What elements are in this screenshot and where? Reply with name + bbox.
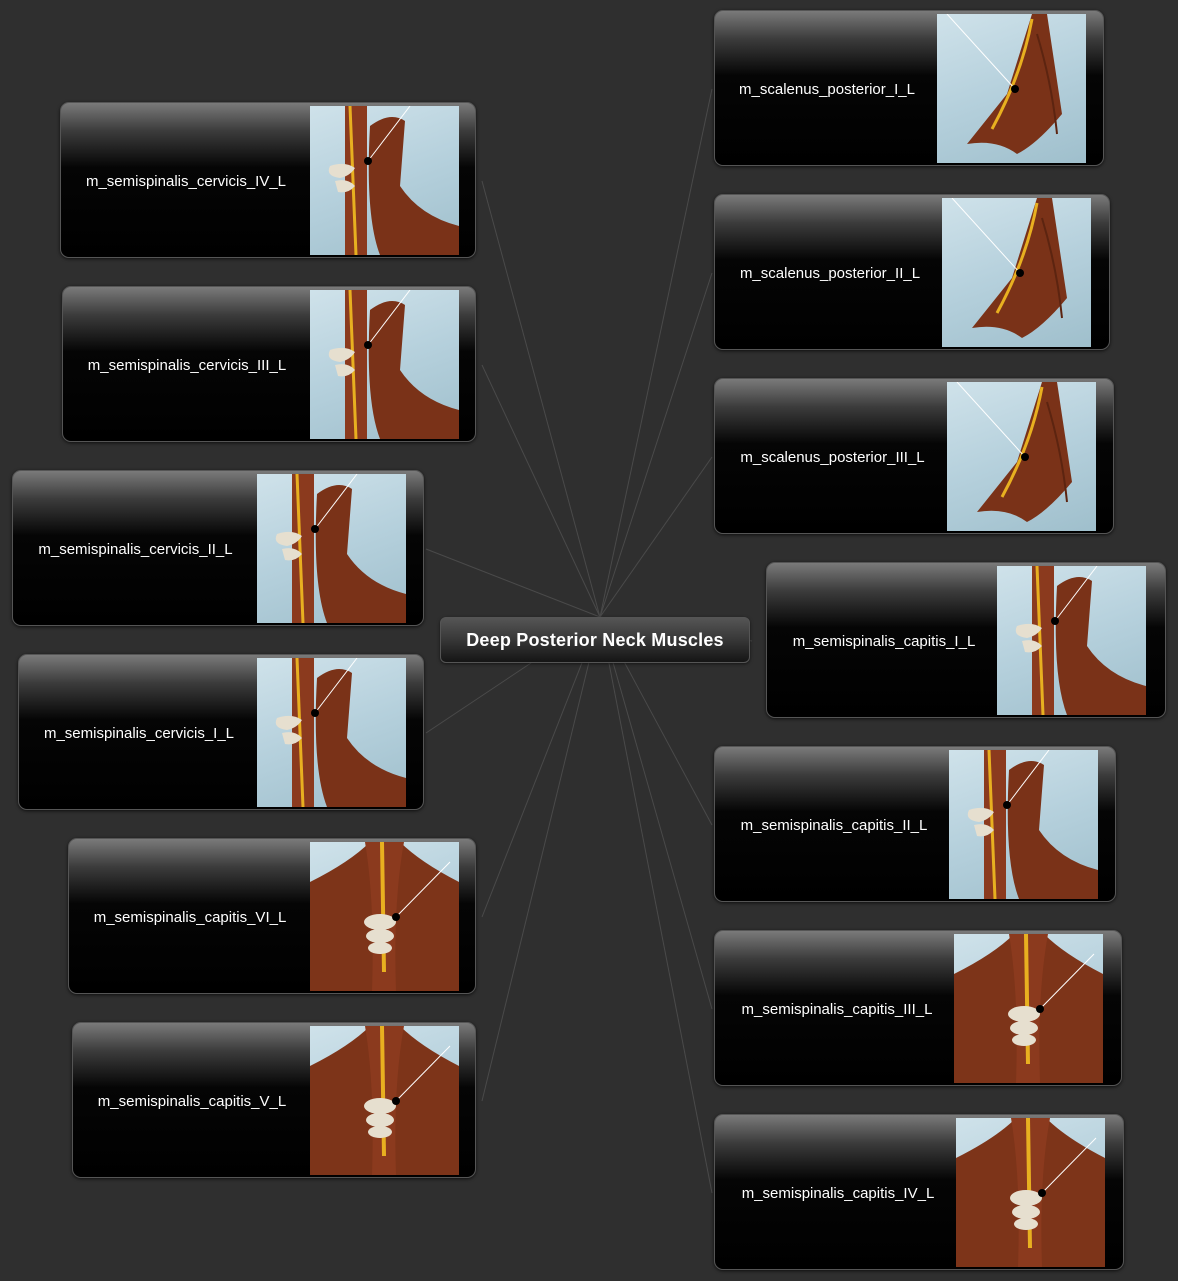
muscle-render-image (275, 658, 406, 807)
topic-label: m_semispinalis_cervicis_IV_L (85, 172, 287, 190)
muscle-thumbnail (310, 106, 459, 255)
muscle-thumbnail (937, 14, 1086, 163)
topic-node-scalenus-posterior-ii[interactable]: m_scalenus_posterior_II_L (714, 194, 1110, 350)
topic-node-semispinalis-capitis-v[interactable]: m_semispinalis_capitis_V_L (72, 1022, 476, 1178)
topic-node-semispinalis-capitis-i[interactable]: m_semispinalis_capitis_I_L (766, 562, 1166, 718)
muscle-render-image (956, 1118, 1105, 1267)
muscle-render-image (310, 1026, 459, 1175)
topic-node-semispinalis-capitis-iv[interactable]: m_semispinalis_capitis_IV_L (714, 1114, 1124, 1270)
central-topic[interactable]: Deep Posterior Neck Muscles (440, 617, 750, 663)
topic-node-semispinalis-cervicis-iii[interactable]: m_semispinalis_cervicis_III_L (62, 286, 476, 442)
muscle-thumbnail (956, 1118, 1105, 1267)
topic-node-scalenus-posterior-iii[interactable]: m_scalenus_posterior_III_L (714, 378, 1114, 534)
connector-line (481, 616, 601, 918)
muscle-render-image (1015, 566, 1146, 715)
topic-label: m_scalenus_posterior_II_L (739, 264, 921, 282)
muscle-render-image (275, 474, 406, 623)
topic-node-semispinalis-cervicis-iv[interactable]: m_semispinalis_cervicis_IV_L (60, 102, 476, 258)
muscle-thumbnail (954, 934, 1103, 1083)
muscle-render-image (951, 198, 1067, 338)
muscle-render-image (328, 106, 459, 255)
topic-node-semispinalis-capitis-iii[interactable]: m_semispinalis_capitis_III_L (714, 930, 1122, 1086)
topic-label: m_scalenus_posterior_I_L (739, 80, 915, 98)
muscle-thumbnail (310, 290, 459, 439)
topic-node-scalenus-posterior-i[interactable]: m_scalenus_posterior_I_L (714, 10, 1104, 166)
topic-label: m_semispinalis_cervicis_II_L (38, 540, 233, 558)
muscle-thumbnail (942, 198, 1091, 347)
muscle-render-image (954, 934, 1103, 1083)
connector-line (599, 616, 713, 1194)
connector-line (481, 616, 601, 1102)
topic-label: m_semispinalis_capitis_III_L (741, 1000, 933, 1018)
topic-node-semispinalis-cervicis-ii[interactable]: m_semispinalis_cervicis_II_L (12, 470, 424, 626)
topic-node-semispinalis-capitis-ii[interactable]: m_semispinalis_capitis_II_L (714, 746, 1116, 902)
topic-label: m_semispinalis_cervicis_III_L (87, 356, 287, 374)
muscle-render-image (328, 290, 459, 439)
connector-line (599, 616, 713, 1010)
connector-line (599, 88, 713, 618)
topic-label: m_semispinalis_capitis_II_L (740, 816, 928, 834)
topic-label: m_scalenus_posterior_III_L (740, 448, 925, 466)
muscle-thumbnail (949, 750, 1098, 899)
muscle-render-image (946, 14, 1062, 154)
connector-line (599, 456, 713, 618)
muscle-thumbnail (310, 842, 459, 991)
muscle-thumbnail (257, 658, 406, 807)
muscle-thumbnail (257, 474, 406, 623)
connector-line (425, 548, 601, 618)
muscle-thumbnail (997, 566, 1146, 715)
topic-label: m_semispinalis_capitis_V_L (97, 1092, 287, 1110)
connector-line (481, 364, 601, 618)
muscle-render-image (967, 750, 1098, 899)
topic-label: m_semispinalis_capitis_I_L (792, 632, 976, 650)
topic-node-semispinalis-capitis-vi[interactable]: m_semispinalis_capitis_VI_L (68, 838, 476, 994)
muscle-thumbnail (310, 1026, 459, 1175)
topic-label: m_semispinalis_capitis_IV_L (741, 1184, 935, 1202)
muscle-render-image (956, 382, 1072, 522)
muscle-render-image (310, 842, 459, 991)
topic-label: m_semispinalis_capitis_VI_L (93, 908, 287, 926)
central-topic-title: Deep Posterior Neck Muscles (466, 629, 724, 650)
connector-line (481, 180, 601, 618)
topic-label: m_semispinalis_cervicis_I_L (43, 724, 235, 742)
muscle-thumbnail (947, 382, 1096, 531)
connector-line (599, 272, 713, 618)
topic-node-semispinalis-cervicis-i[interactable]: m_semispinalis_cervicis_I_L (18, 654, 424, 810)
